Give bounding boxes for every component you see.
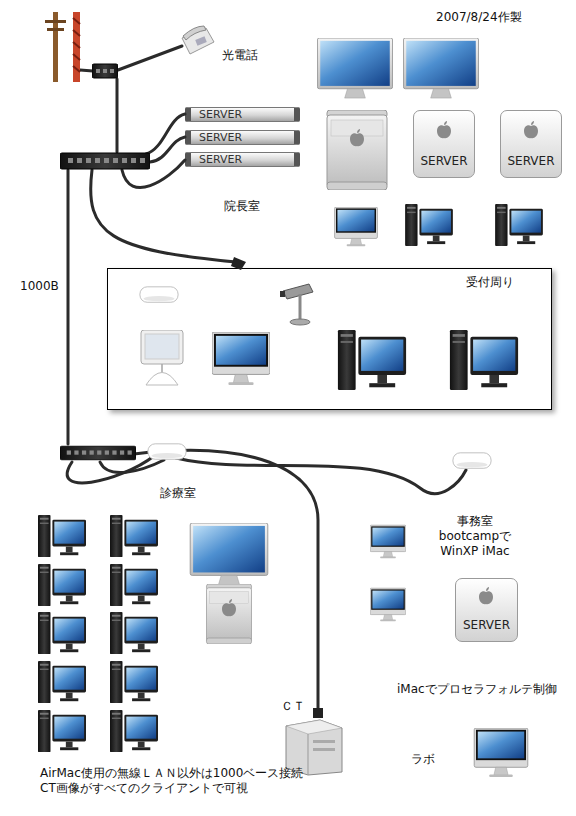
server-box: SERVER: [500, 110, 562, 178]
network-cable: [176, 458, 466, 494]
rack-server: SERVER: [185, 130, 300, 145]
macpro-icon: [207, 584, 252, 644]
cable-plug: [313, 708, 323, 718]
pc-icon: [38, 661, 86, 703]
pc-icon: [110, 564, 158, 606]
rack-server: SERVER: [185, 152, 300, 167]
device-label: ＣＴ: [281, 699, 305, 714]
network-cable: [100, 460, 164, 473]
router-icon: [92, 64, 118, 78]
server-box: SERVER: [455, 578, 518, 642]
network-cable: [67, 456, 154, 483]
device-note: iMacでプロセラフォルテ制御: [397, 682, 557, 697]
network-cable: [134, 450, 318, 712]
node-text: SERVER: [199, 131, 294, 144]
room-label: 診療室: [160, 486, 196, 501]
airmac-icon: [453, 453, 491, 468]
pc-icon: [110, 661, 158, 703]
display-icon: [190, 523, 268, 585]
network-cable: [91, 170, 236, 262]
macpro-icon: [327, 110, 387, 190]
display-icon: [317, 38, 392, 98]
server-box: SERVER: [413, 110, 475, 178]
node-text: SERVER: [463, 618, 510, 632]
pc-icon: [38, 515, 86, 557]
node-text: 受付周り: [466, 274, 514, 291]
phone-icon: [182, 26, 214, 54]
node-text: SERVER: [420, 154, 467, 168]
apple-logo: [222, 599, 236, 616]
network-cable: [146, 114, 185, 154]
imac-icon: [370, 525, 406, 558]
room-label: ラボ: [411, 752, 435, 767]
node-text: SERVER: [199, 153, 294, 166]
pc-icon: [405, 204, 453, 246]
room-label: 事務室 bootcampで WinXP iMac: [430, 514, 520, 559]
imac-icon: [474, 728, 528, 777]
rack-server: SERVER: [185, 107, 300, 122]
footnote: AirMac使用の無線ＬＡＮ以外は1000ベース接続 CT画像がすべてのクライア…: [40, 766, 340, 796]
pc-icon: [110, 612, 158, 654]
display-icon: [403, 38, 478, 98]
network-cable: [150, 137, 185, 162]
node-text: SERVER: [199, 108, 294, 121]
area-box: 受付周り: [107, 268, 552, 410]
pc-icon: [38, 612, 86, 654]
device-label: 光電話: [222, 48, 258, 63]
room-label: 院長室: [224, 199, 260, 214]
apple-logo: [350, 129, 364, 146]
imac-icon: [370, 588, 406, 621]
pc-icon: [110, 515, 158, 557]
pc-icon: [495, 204, 543, 246]
network-cable: [116, 79, 119, 152]
pc-icon: [38, 710, 86, 752]
pc-icon: [38, 564, 86, 606]
network-cable: [67, 170, 70, 444]
network-switch: [60, 446, 136, 460]
date-note: 2007/8/24作製: [436, 10, 522, 25]
network-switch: [60, 153, 150, 169]
network-cable: [118, 46, 182, 70]
node-text: SERVER: [507, 154, 554, 168]
utility-pole: [45, 12, 80, 82]
network-cable: [122, 160, 185, 188]
link-speed-label: 1000B: [20, 279, 59, 294]
airmac-icon: [148, 444, 186, 459]
pc-icon: [110, 710, 158, 752]
imac-icon: [335, 207, 378, 246]
network-cable: [80, 70, 93, 71]
